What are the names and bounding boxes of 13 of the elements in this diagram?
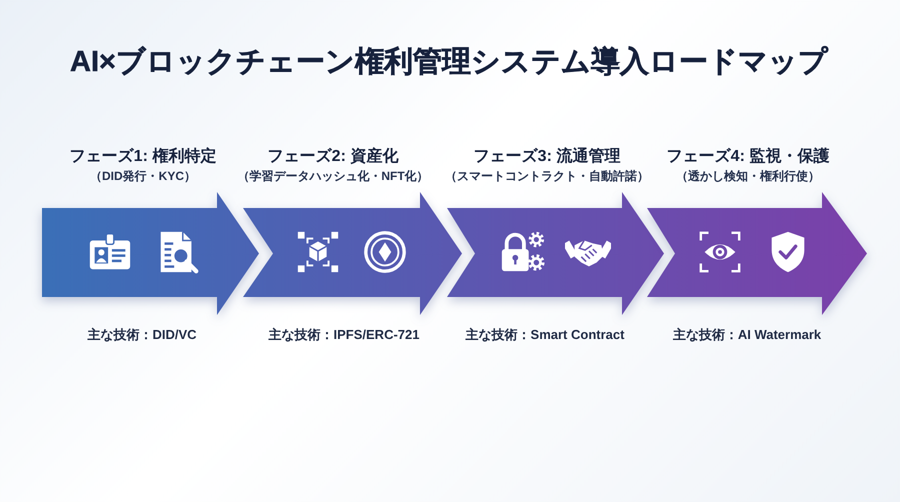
technology-label: 主な技術：DID/VC bbox=[87, 327, 197, 343]
phase-heading: フェーズ1: 権利特定 bbox=[70, 147, 216, 166]
phase-subtitle: （スマートコントラクト・自動許諾） bbox=[445, 169, 649, 184]
technology-label: 主な技術：IPFS/ERC-721 bbox=[268, 327, 420, 343]
technology-label: 主な技術：Smart Contract bbox=[466, 327, 624, 343]
phase-subtitle: （透かし検知・権利行使） bbox=[676, 169, 820, 184]
phase-subtitle: （DID発行・KYC） bbox=[90, 169, 196, 184]
technology-label: 主な技術：AI Watermark bbox=[672, 327, 822, 343]
phase-heading: フェーズ4: 監視・保護 bbox=[666, 147, 830, 166]
phase-heading: フェーズ2: 資産化 bbox=[268, 147, 398, 166]
diagram-title: AI×ブロックチェーン権利管理システム導入ロードマップ bbox=[70, 45, 828, 80]
phase-heading: フェーズ3: 流通管理 bbox=[474, 147, 620, 166]
phase-subtitle: （学習データハッシュ化・NFT化） bbox=[237, 169, 429, 184]
